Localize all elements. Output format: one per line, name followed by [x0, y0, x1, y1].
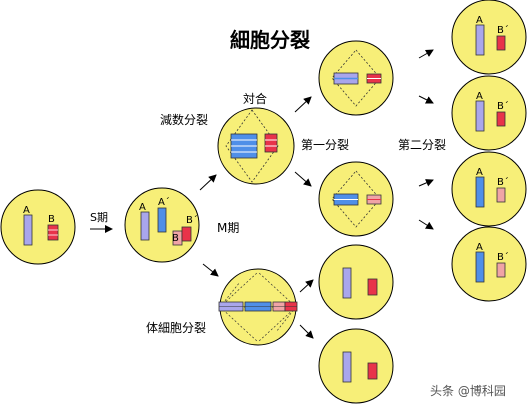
arrow-to-meiosis	[199, 174, 217, 191]
arrow-second-division-1	[418, 49, 434, 59]
cell-replicated: A A´ B´ B	[124, 187, 200, 263]
gene-label-a: A	[476, 242, 483, 253]
arrow-second-division-3	[418, 179, 434, 187]
cell-mitosis-metaphase	[218, 268, 298, 346]
cell-gamete-4: A B´	[451, 226, 527, 302]
cell-meiosis1-top	[318, 40, 394, 116]
cell-gamete-3: A B´	[451, 151, 527, 227]
arrow-second-division-4	[418, 219, 434, 230]
cell-mitosis-daughter-1	[318, 244, 394, 320]
gene-label-a: A	[139, 202, 146, 213]
gene-label-a: A	[23, 205, 30, 216]
cell-gamete-1: A B´	[451, 0, 527, 75]
arrow-second-division-2	[418, 95, 434, 104]
watermark: 头条 @博科园	[430, 383, 506, 398]
label-synapsis: 対合	[243, 91, 267, 106]
gene-label-b-prime: B´	[497, 24, 509, 36]
gene-label-a: A	[476, 91, 483, 102]
label-second-division: 第二分裂	[398, 138, 446, 152]
gene-label-a: A	[476, 167, 483, 178]
gene-label-b-prime: B´	[186, 214, 198, 226]
gene-label-b: B	[48, 214, 55, 225]
label-m-phase: M期	[217, 221, 239, 235]
gene-label-a: A	[476, 15, 483, 26]
label-s-phase: S期	[90, 211, 108, 224]
gene-label-a-prime: A´	[158, 196, 170, 208]
cell-gamete-2: A B´	[451, 75, 527, 151]
arrow-to-mitosis	[202, 263, 219, 277]
arrow-mitosis-top	[299, 279, 314, 293]
cell-synapsis	[217, 107, 295, 185]
cell-meiosis1-bottom	[318, 161, 394, 237]
gene-label-b: B	[172, 233, 179, 244]
label-first-division: 第一分裂	[301, 138, 349, 152]
arrow-mitosis-bottom	[299, 324, 314, 339]
diagram-title: 細胞分裂	[230, 28, 310, 52]
arrow-first-division-bottom	[294, 171, 312, 187]
gene-label-b-prime: B´	[497, 100, 509, 112]
cell-g1: A B	[0, 189, 76, 265]
gene-label-b-prime: B´	[497, 176, 509, 188]
label-meiosis: 減数分裂	[160, 112, 208, 127]
cell-mitosis-daughter-2	[318, 328, 394, 404]
arrow-first-division-top	[294, 96, 312, 113]
label-mitosis: 体細胞分裂	[146, 321, 206, 335]
gene-label-b-prime: B´	[497, 251, 509, 263]
